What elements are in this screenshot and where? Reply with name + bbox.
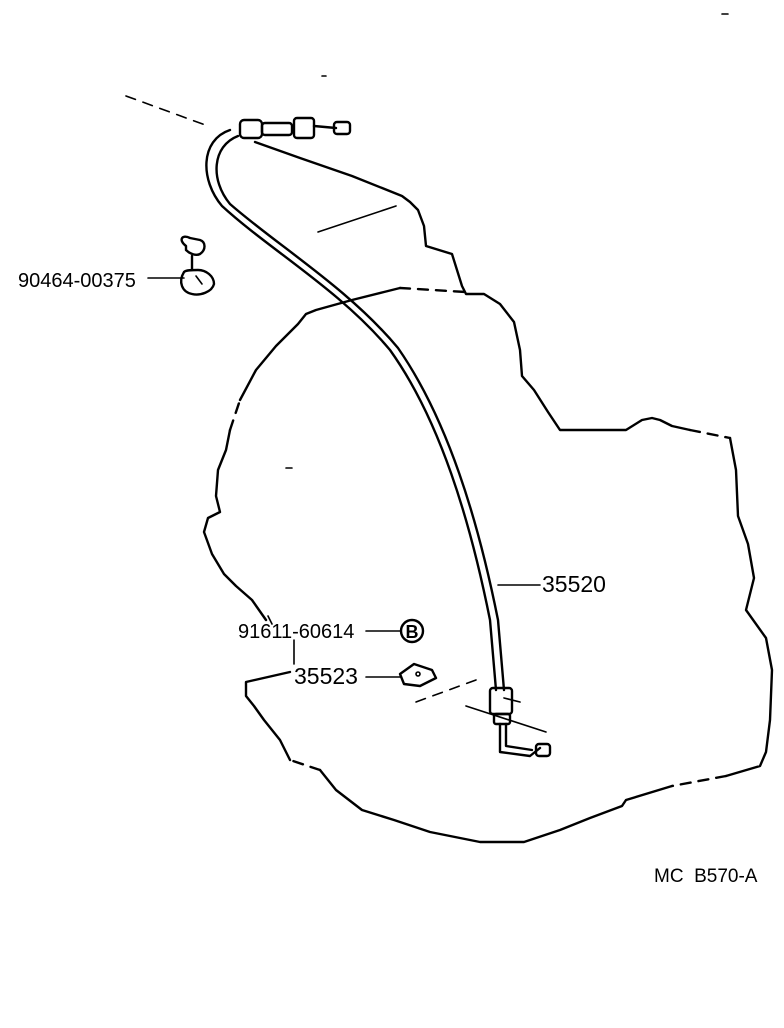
bolt-marker-letter: B: [406, 622, 419, 642]
label-cable-part-number: 35520: [542, 571, 606, 597]
control-cable: [205, 116, 552, 758]
transmission-housing-outline: [125, 13, 774, 844]
mounting-plate: [398, 662, 438, 688]
leader-lines: [147, 277, 541, 678]
label-plate-part-number: 35523: [294, 663, 358, 689]
label-clamp-part-number: 90464-00375: [18, 270, 136, 292]
bolt-marker: B: [399, 618, 425, 644]
cable-clamp: [180, 235, 216, 296]
reference-code: MC B570-A: [654, 866, 758, 887]
label-bolt-part-number: 91611-60614: [238, 621, 354, 643]
